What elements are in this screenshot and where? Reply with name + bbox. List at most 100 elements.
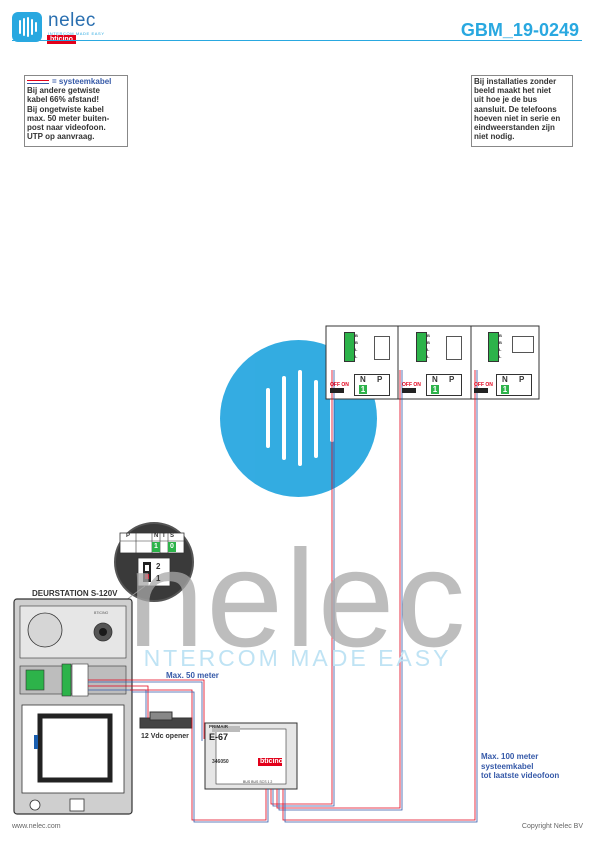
dip-value: 1 — [154, 543, 158, 550]
watermark-word: nelec — [127, 522, 468, 676]
brand-name: nelec — [48, 10, 96, 31]
np-header: P — [449, 375, 455, 384]
terminal-label: B — [355, 340, 358, 345]
np-value: 1 — [501, 385, 509, 394]
note-line: eindweerstanden zijn — [474, 123, 555, 133]
opener-label: 12 Vdc opener — [141, 733, 189, 740]
note-cable-info: = systeemkabel Bij andere getwiste kabel… — [24, 75, 128, 147]
max-100-line: tot laatste videofoon — [481, 771, 560, 780]
monitor-switch — [474, 388, 488, 393]
terminal-label: L — [499, 354, 502, 359]
note-line: Bij andere getwiste — [27, 86, 100, 96]
cable-doorstation-to-opener — [88, 685, 149, 718]
note-line: post naar videofoon. — [27, 123, 106, 133]
cable-doorstation-down — [130, 689, 267, 821]
terminal-block — [61, 663, 72, 697]
note-line: Bij installaties zonder — [474, 77, 557, 86]
bticino-logo: bticino — [47, 35, 76, 44]
terminal-block — [344, 332, 355, 362]
dip-header: T — [162, 533, 166, 539]
terminal-label: B — [427, 333, 430, 338]
monitor-switch-label: OFF ON — [474, 382, 493, 388]
brand-tagline: INTERCOM MADE EASY — [48, 31, 105, 36]
max-100-label: Max. 100 meter systeemkabel tot laatste … — [481, 752, 559, 781]
cable-supply-monitor-2 — [276, 370, 401, 809]
dip-detail — [77, 522, 194, 637]
cable-doorstation-to-supply — [88, 679, 205, 739]
door-station — [13, 598, 133, 815]
psu-label-top: PRIMAIR — [209, 724, 228, 729]
terminal-block — [25, 669, 45, 691]
note-line: UTP op aanvraag. — [27, 132, 95, 142]
footer-copyright: Copyright Nelec BV — [521, 823, 583, 830]
monitor-switch-label: OFF ON — [402, 382, 421, 388]
terminal-block — [416, 332, 427, 362]
terminal-label: B — [427, 340, 430, 345]
max-100-line: Max. 100 meter — [481, 752, 539, 761]
dip-value: 0 — [170, 543, 174, 550]
monitor-switch — [402, 388, 416, 393]
power-supply — [204, 722, 298, 790]
note-line: aansluit. De telefoons — [474, 104, 557, 114]
monitor-2-internals: B B L L OFF ON N P 1 — [402, 330, 468, 396]
footer-website[interactable]: www.nelec.com — [12, 823, 61, 830]
np-header: P — [519, 375, 525, 384]
door-station-title: DEURSTATION S-120V — [32, 589, 118, 598]
terminal-label: B — [499, 333, 502, 338]
button-icon — [29, 799, 41, 811]
dip-headers: P N T S — [120, 533, 184, 541]
np-table: N P 1 — [354, 374, 390, 396]
terminal-labels: B B L L — [355, 332, 358, 360]
note-line: kabel 66% afstand! — [27, 95, 100, 105]
np-table: N P 1 — [496, 374, 532, 396]
document-id: GBM_19-0249 — [460, 20, 579, 40]
terminal-label: L — [499, 347, 502, 352]
np-header: N — [360, 375, 366, 384]
note-line: hoeven niet in serie en — [474, 113, 561, 123]
terminal-label: B — [355, 333, 358, 338]
psu-terminal-text: BUS BUS SCS 1 2 — [243, 780, 273, 784]
terminal-label: L — [355, 347, 358, 352]
psu-model: E-67 — [209, 732, 229, 742]
max-50-label: Max. 50 meter — [166, 671, 219, 680]
watermark-tagline: NTERCOM MADE EASY — [143, 645, 452, 671]
terminal-label: L — [427, 347, 430, 352]
psu-brand: bticino — [260, 758, 283, 765]
dip-switch — [143, 562, 151, 582]
handset-icon — [374, 336, 390, 360]
legend-label: = systeemkabel — [52, 77, 112, 86]
nelec-logo-icon — [12, 12, 42, 42]
door-station-brand: BTICINO — [94, 611, 109, 615]
terminal-labels: B B L L — [427, 332, 430, 360]
note-bus-info: Bij installaties zonder beeld maakt het … — [471, 75, 573, 147]
np-table: N P 1 — [426, 374, 462, 396]
dip-header: P — [126, 533, 131, 539]
np-header: P — [377, 375, 383, 384]
note-line: uit hoe je de bus — [474, 95, 538, 105]
terminal-block — [488, 332, 499, 362]
terminal-labels: B B L L — [499, 332, 502, 360]
monitor-3-internals: B B L L OFF ON N P 1 — [474, 330, 538, 396]
monitor-switch-label: OFF ON — [330, 382, 349, 388]
note-line: max. 50 meter buiten- — [27, 113, 110, 123]
np-value: 1 — [431, 385, 439, 394]
dip-switch-label: 2 — [156, 562, 161, 571]
terminal-label: B — [499, 340, 502, 345]
system-cables — [88, 370, 478, 823]
monitor-1-internals: B B L L OFF ON N P 1 — [330, 330, 396, 396]
header-divider — [12, 40, 582, 41]
np-header: N — [432, 375, 438, 384]
np-value: 1 — [359, 385, 367, 394]
max-100-line: systeemkabel — [481, 761, 534, 771]
note-line: niet nodig. — [474, 132, 515, 142]
cable-supply-monitor-1 — [270, 370, 333, 805]
dip-header: S — [170, 533, 175, 539]
np-header: N — [502, 375, 508, 384]
terminal-label: L — [355, 354, 358, 359]
legend-row: = systeemkabel — [27, 77, 125, 86]
dip-switch-label: 1 — [156, 574, 161, 583]
cable-supply-monitor-3 — [282, 370, 476, 821]
speaker-grille-icon — [27, 612, 63, 648]
note-line: beeld maakt het niet — [474, 86, 551, 96]
